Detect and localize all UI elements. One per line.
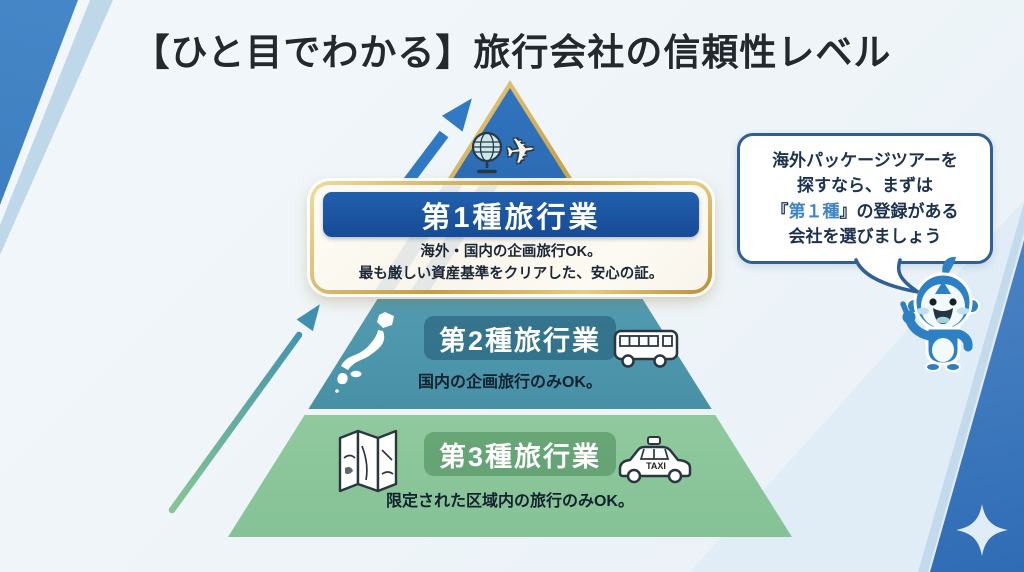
tier1-box-inner: 第1種旅行業 海外・国内の企画旅行OK。 最も厳しい資産基準をクリアした、安心の… [314, 185, 708, 290]
tier1-description-line2: 最も厳しい資産基準をクリアした、安心の証。 [358, 266, 664, 283]
tier2-title-chip: 第2種旅行業 [424, 316, 616, 360]
speech-bubble-line4: 会社を選びましょう [788, 227, 942, 246]
tier2-title: 第2種旅行業 [438, 325, 602, 356]
tier1-highlight-text: 第１種 [788, 201, 840, 221]
tier2-description: 国内の企画旅行のみOK。 [417, 374, 602, 391]
tier1-title: 第1種旅行業 [421, 201, 601, 234]
speech-bubble-line1: 海外パッケージツアーを [772, 150, 958, 170]
speech-bubble-line3: 『第１種』の登録がある [771, 201, 959, 221]
tier3-title: 第3種旅行業 [438, 441, 602, 472]
taxi-label: TAXI [646, 461, 666, 471]
taxi-icon: TAXI [618, 436, 692, 484]
tier3-band [228, 415, 792, 537]
tier1-description: 海外・国内の企画旅行OK。 最も厳しい資産基準をクリアした、安心の証。 [314, 241, 708, 285]
speech-bubble-line2: 探すなら、まずは [797, 176, 933, 195]
speech-bubble-tail [854, 251, 919, 294]
tier1-title-banner: 第1種旅行業 [323, 192, 699, 237]
tier3-title-chip: 第3種旅行業 [424, 432, 616, 476]
globe-icon [471, 131, 503, 174]
speech-bubble: 海外パッケージツアーを 探すなら、まずは 『第１種』の登録がある 会社を選びまし… [737, 133, 993, 264]
tier3-description: 限定された区域内の旅行のみOK。 [385, 493, 634, 510]
tier1-highlight-box: 第1種旅行業 海外・国内の企画旅行OK。 最も厳しい資産基準をクリアした、安心の… [310, 181, 712, 294]
tier1-description-line1: 海外・国内の企画旅行OK。 [420, 244, 602, 260]
sparkle-icon [956, 504, 1008, 556]
folded-map-icon [338, 429, 398, 493]
mascot-character [900, 256, 980, 372]
bus-icon [613, 329, 679, 368]
japan-map-icon [335, 312, 394, 393]
page-title: 【ひと目でわかる】旅行会社の信頼性レベル [132, 32, 892, 73]
airplane-icon: ✈ [503, 130, 538, 173]
